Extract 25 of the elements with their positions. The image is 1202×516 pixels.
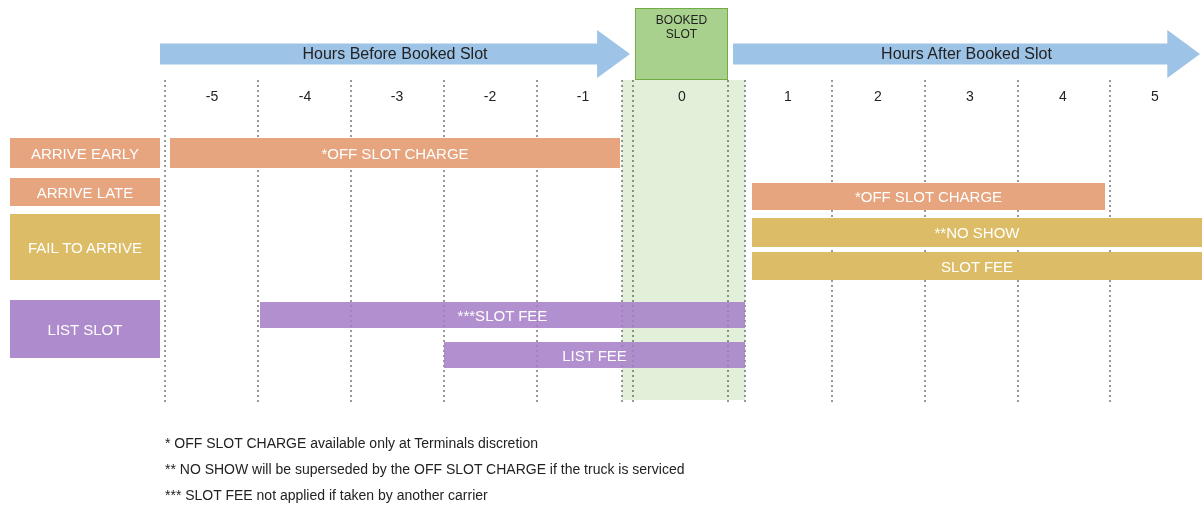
charge-bar: *OFF SLOT CHARGE <box>752 183 1105 210</box>
row-label: ARRIVE EARLY <box>10 138 160 168</box>
hour-label: 5 <box>1150 88 1160 104</box>
hour-label: 2 <box>873 88 883 104</box>
hour-label: -4 <box>297 88 313 104</box>
hour-label: 3 <box>965 88 975 104</box>
hour-label: -2 <box>482 88 498 104</box>
footnote: *** SLOT FEE not applied if taken by another carrier <box>165 487 488 503</box>
footnote: ** NO SHOW will be superseded by the OFF SLOT CHARGE if the truck is serviced <box>165 461 685 477</box>
charge-bar: *OFF SLOT CHARGE <box>170 138 620 168</box>
row-label: ARRIVE LATE <box>10 178 160 206</box>
row-label: FAIL TO ARRIVE <box>10 214 160 280</box>
charge-bar: ***SLOT FEE <box>260 302 745 328</box>
hour-label: -5 <box>204 88 220 104</box>
row-label: LIST SLOT <box>10 300 160 358</box>
hour-label: -1 <box>575 88 591 104</box>
footnote: * OFF SLOT CHARGE available only at Terminals discretion <box>165 435 538 451</box>
hour-label: 0 <box>677 88 687 104</box>
charge-bar: **NO SHOW <box>752 218 1202 247</box>
hour-label: -3 <box>389 88 405 104</box>
booked-slot-box: BOOKED SLOT <box>635 8 728 80</box>
hour-label: 1 <box>783 88 793 104</box>
charge-bar: SLOT FEE <box>752 252 1202 280</box>
hour-label: 4 <box>1058 88 1068 104</box>
charge-bar: LIST FEE <box>444 342 745 368</box>
